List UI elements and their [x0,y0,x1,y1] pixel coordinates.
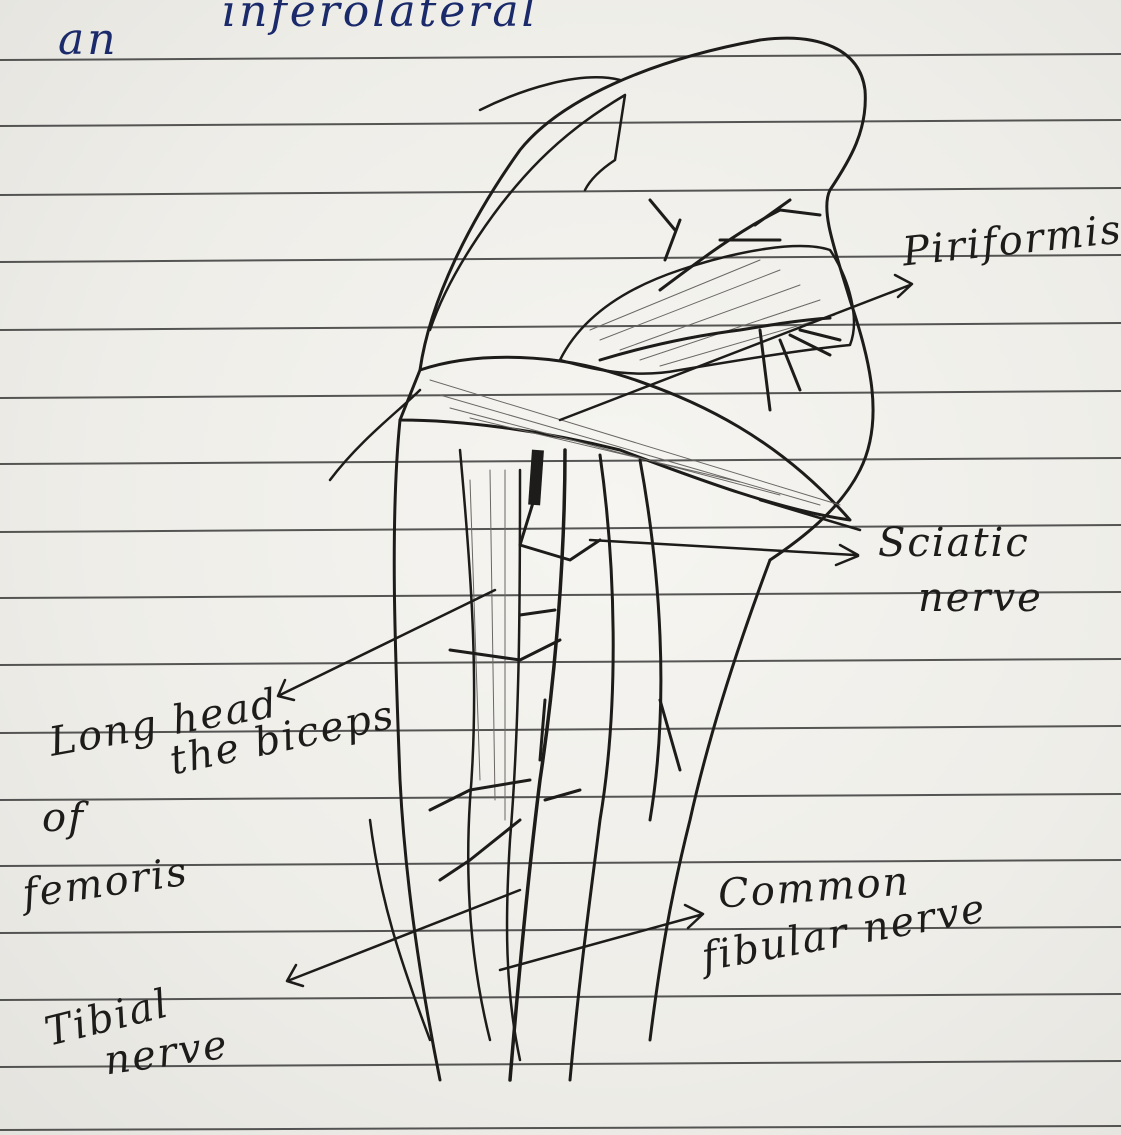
common-fibular-arrow [500,905,703,970]
heading-word-inferolateral: inferolateral [222,0,539,37]
piriformis-fibres [590,260,835,366]
sciatic-nerve-branch [570,455,661,1080]
dark-marker [528,450,544,506]
heading-word-an: an [58,14,119,65]
biceps-fibres [470,470,505,820]
sciatic-label-line-2: nerve [918,575,1043,621]
gluteal-outline [420,38,873,560]
tibial-arrow [287,890,520,986]
sciatic-band-shading [430,380,840,505]
thigh-outline [394,420,770,1080]
biceps-arrow [278,590,495,700]
biceps-label-line-3: of [42,795,85,841]
sciatic-arrow [590,500,860,565]
piriformis-muscle [560,246,854,374]
biceps-femoris-muscle [460,450,520,1060]
sciatic-label-line-1: Sciatic [878,520,1030,566]
piriformis-arrow [560,275,912,420]
sciatic-band [400,357,850,520]
gluteal-inner-line [430,77,625,330]
sciatic-nerve-trunk [510,450,565,1080]
